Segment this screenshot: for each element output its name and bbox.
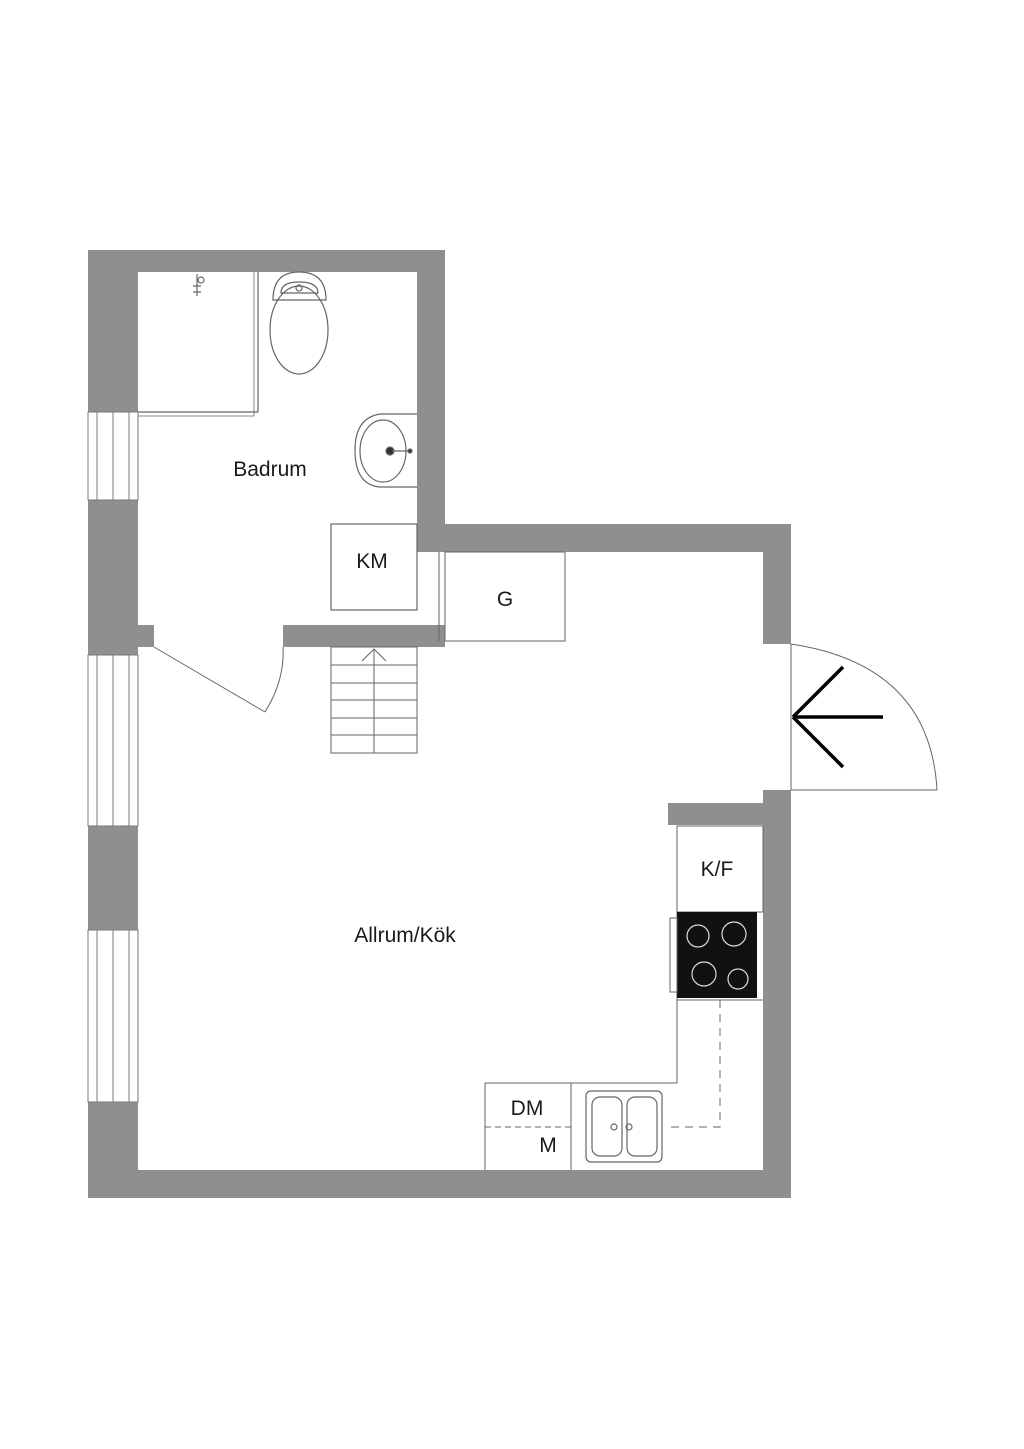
wall-right-upper [763, 524, 791, 644]
km-box [330, 523, 418, 611]
windows [87, 411, 139, 1103]
wall-top-bath [88, 250, 445, 272]
label-g: G [497, 588, 513, 611]
label-dm: DM [511, 1097, 544, 1120]
bathroom-fixtures [138, 271, 418, 611]
room-label-badrum: Badrum [233, 458, 307, 481]
wall-left-1 [88, 250, 138, 412]
label-m: M [539, 1134, 557, 1157]
wall-bottom [88, 1170, 791, 1198]
wall-left-2 [88, 500, 138, 655]
walls [88, 250, 791, 1198]
counter-dashed [665, 1000, 721, 1128]
room-label-allrum: Allrum/Kök [354, 924, 456, 947]
entrance-arrow-icon [791, 665, 883, 769]
washbasin-icon [354, 413, 417, 488]
wall-left-3 [88, 826, 138, 930]
closet-g [438, 551, 566, 642]
wall-right-lower [763, 790, 791, 1198]
wall-left-4 [88, 1102, 138, 1198]
label-kf: K/F [701, 858, 734, 881]
sink-icon [585, 1090, 663, 1163]
wall-bath-bottom [283, 625, 445, 647]
stairs-arrow-icon [361, 648, 387, 662]
shower-head-icon [193, 274, 205, 296]
wall-bath-stub [138, 625, 154, 647]
label-km: KM [356, 550, 388, 573]
wall-top-living [417, 524, 791, 552]
wall-kitchen-stub [668, 803, 791, 825]
toilet-icon [269, 271, 329, 375]
shower-outline [138, 272, 259, 413]
stove-icon [669, 912, 757, 998]
stairs [330, 646, 418, 754]
wall-right-bath [417, 250, 445, 550]
bathroom-door [153, 646, 284, 713]
entrance-door [790, 643, 938, 791]
